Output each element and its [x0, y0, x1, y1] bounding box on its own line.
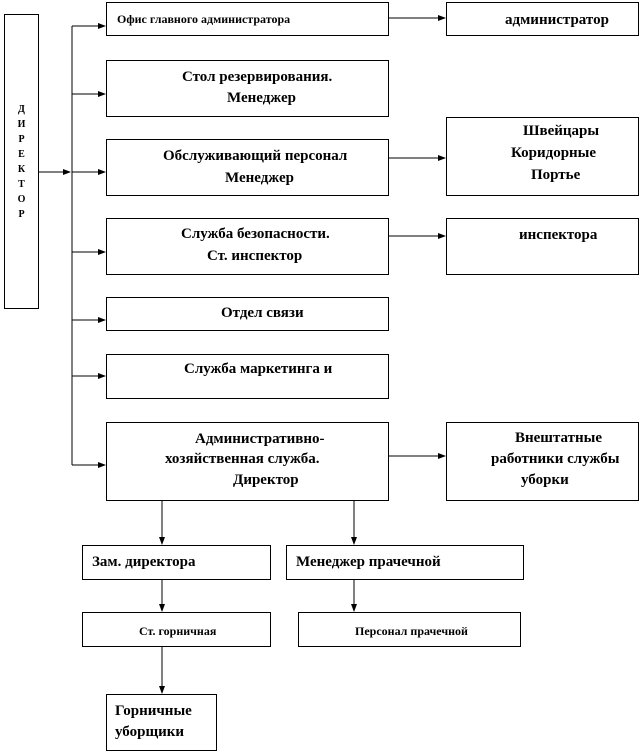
dept-chief-admin-office: Офис главного администратора: [106, 2, 389, 36]
senior-maid-label: Ст. горничная: [139, 624, 217, 638]
dept-security: Служба безопасности. Ст. инспектор: [106, 218, 389, 275]
laundry-manager-box: Менеджер прачечной: [286, 545, 524, 580]
staff-administrator: администратор: [446, 2, 639, 36]
director-letter: Т: [18, 178, 25, 190]
director-letter: И: [17, 118, 26, 130]
director-letter: О: [17, 193, 26, 205]
dept-label: Директор: [233, 472, 299, 488]
staff-label: уборки: [521, 472, 569, 488]
dept-marketing: Служба маркетинга и: [106, 354, 389, 399]
laundry-staff-label: Персонал прачечной: [355, 624, 468, 638]
staff-label: администратор: [505, 12, 609, 28]
staff-label: работники службы: [491, 451, 620, 467]
director-box: Д И Р Е К Т О Р: [4, 14, 39, 309]
dept-label: Обслуживающий персонал: [163, 148, 348, 164]
dept-housekeeping: Административно- хозяйственная служба. Д…: [106, 422, 389, 501]
staff-label: инспектора: [519, 227, 598, 243]
dept-label: Офис главного администратора: [117, 12, 291, 26]
staff-label: Швейцары: [523, 123, 600, 139]
maids-box: Горничные уборщики: [106, 694, 217, 751]
deputy-label: Зам. директора: [92, 554, 196, 570]
dept-label: Административно-: [195, 431, 325, 447]
dept-reservations: Стол резервирования. Менеджер: [106, 60, 389, 117]
laundry-manager-label: Менеджер прачечной: [296, 554, 441, 570]
staff-inspectors: инспектора: [446, 218, 639, 275]
dept-label: Стол резервирования.: [182, 69, 333, 85]
senior-maid-box: Ст. горничная: [82, 612, 271, 647]
dept-label: Ст. инспектор: [207, 248, 303, 264]
director-letter: Е: [18, 148, 25, 160]
staff-label: Внештатные: [515, 430, 603, 446]
dept-service-staff: Обслуживающий персонал Менеджер: [106, 139, 389, 196]
director-letter: Д: [18, 103, 25, 115]
director-letter: Р: [18, 208, 25, 220]
laundry-staff-box: Персонал прачечной: [298, 612, 521, 647]
dept-communications: Отдел связи: [106, 297, 389, 331]
maids-label: Горничные: [115, 703, 192, 719]
staff-cleaning: Внештатные работники службы уборки: [446, 422, 639, 501]
dept-label: Менеджер: [227, 90, 296, 106]
dept-label: Отдел связи: [221, 305, 304, 321]
dept-label: Служба маркетинга и: [184, 361, 333, 377]
director-letter: Р: [18, 133, 25, 145]
staff-label: Коридорные: [511, 145, 597, 161]
maids-label: уборщики: [115, 724, 185, 740]
staff-label: Портье: [531, 167, 581, 183]
dept-label: хозяйственная служба.: [165, 451, 320, 467]
dept-label: Менеджер: [225, 170, 294, 186]
staff-doormen: Швейцары Коридорные Портье: [446, 117, 639, 196]
director-letter: К: [17, 163, 26, 175]
dept-label: Служба безопасности.: [181, 226, 330, 242]
deputy-director-box: Зам. директора: [82, 545, 271, 580]
